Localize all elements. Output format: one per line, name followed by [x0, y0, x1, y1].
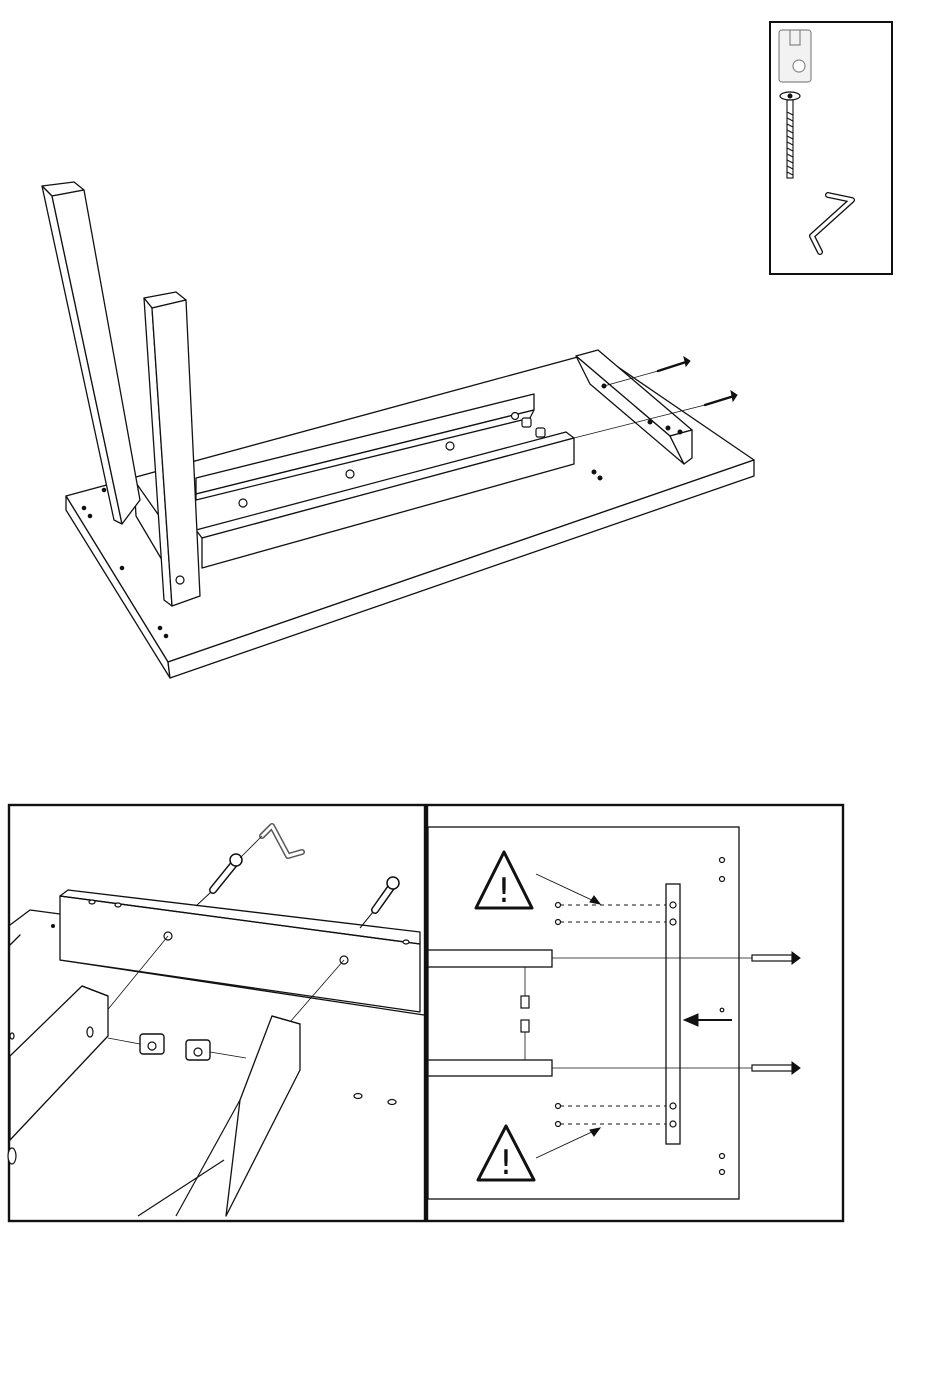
svg-text:!: ! — [499, 1143, 513, 1183]
svg-text:!: ! — [497, 871, 511, 911]
